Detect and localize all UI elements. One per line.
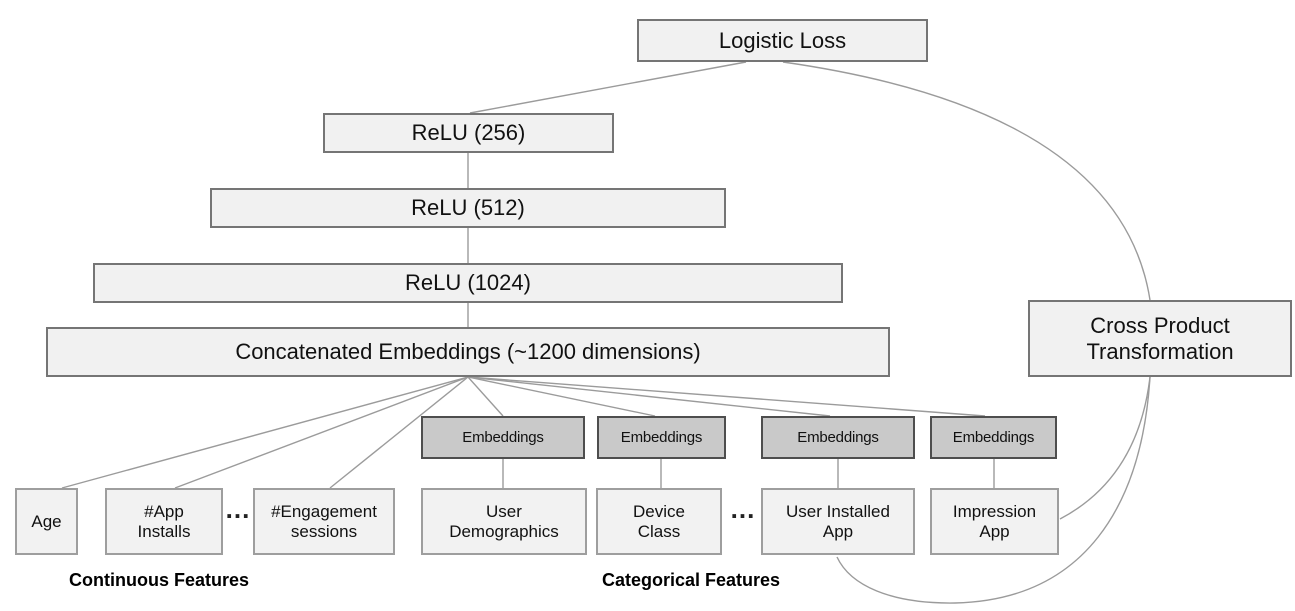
edge-concat-emb1 <box>467 376 504 417</box>
edge-loss-to-crossproduct <box>782 61 1151 301</box>
node-feature-user-installed-app: User Installed App <box>761 488 915 555</box>
node-logistic-loss: Logistic Loss <box>637 19 928 62</box>
node-feature-age: Age <box>15 488 78 555</box>
node-concatenated-embeddings: Concatenated Embeddings (~1200 dimension… <box>46 327 890 377</box>
edge-concat-emb2 <box>467 376 656 417</box>
node-relu-1024: ReLU (1024) <box>93 263 843 303</box>
edge-crossproduct-impressionapp <box>1059 376 1151 520</box>
edge-concat-emb3 <box>467 376 831 417</box>
node-embeddings-device-class: Embeddings <box>597 416 726 459</box>
node-embeddings-user-installed-app: Embeddings <box>761 416 915 459</box>
node-cross-product-transformation: Cross Product Transformation <box>1028 300 1292 377</box>
node-feature-app-installs: #App Installs <box>105 488 223 555</box>
node-feature-user-demographics: User Demographics <box>421 488 587 555</box>
edge-concat-age <box>61 376 469 489</box>
edge-concat-engagement <box>329 376 469 489</box>
node-feature-impression-app: Impression App <box>930 488 1059 555</box>
node-relu-512: ReLU (512) <box>210 188 726 228</box>
node-relu-256: ReLU (256) <box>323 113 614 153</box>
edge-concat-emb4 <box>467 376 986 417</box>
node-embeddings-impression-app: Embeddings <box>930 416 1057 459</box>
edge-concat-appinstalls <box>174 376 469 489</box>
label-continuous-features: Continuous Features <box>68 570 249 590</box>
edge-crossproduct-userinstalledapp <box>836 376 1151 604</box>
node-feature-device-class: Device Class <box>596 488 722 555</box>
edge-loss-to-relu256 <box>469 61 747 114</box>
ellipsis-categorical-features: ... <box>730 494 756 524</box>
node-embeddings-user-demographics: Embeddings <box>421 416 585 459</box>
label-categorical-features: Categorical Features <box>601 570 781 590</box>
node-feature-engagement-sessions: #Engagement sessions <box>253 488 395 555</box>
ellipsis-continuous-features: ... <box>225 494 251 524</box>
